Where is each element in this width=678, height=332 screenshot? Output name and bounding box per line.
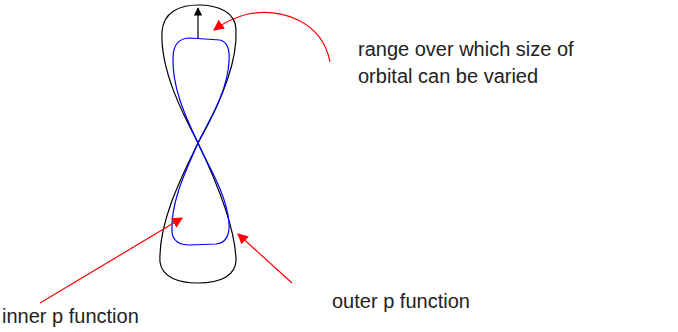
inner-lobe <box>173 38 229 143</box>
outer-lobe <box>160 143 236 283</box>
leader-line <box>214 13 330 62</box>
callout-label: range over which size of orbital can be … <box>358 36 630 90</box>
callout-label: outer p function <box>332 288 552 315</box>
inner-lobe <box>172 143 229 245</box>
callout-label: inner p function <box>2 303 202 330</box>
range-arrow <box>197 8 198 38</box>
outer-lobe <box>162 5 236 143</box>
leader-line <box>238 234 292 283</box>
leader-line <box>40 218 182 303</box>
